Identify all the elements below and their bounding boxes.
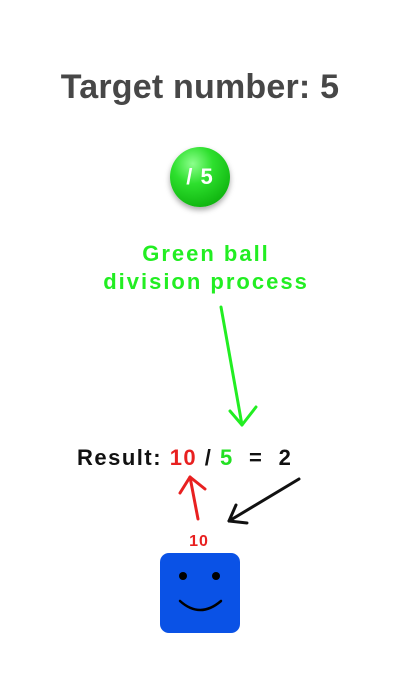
process-label-line1: Green ball	[142, 241, 270, 266]
process-label-line2: division process	[103, 269, 309, 294]
result-dividend: 10	[169, 445, 198, 470]
result-prefix: Result:	[77, 445, 170, 470]
left-eye	[179, 572, 187, 580]
process-label: Green ball division process	[0, 240, 400, 296]
smiley-face-icon	[178, 572, 223, 612]
target-number-title: Target number: 5	[60, 68, 340, 106]
result-divisor: 5	[220, 445, 234, 470]
result-equation: Result: 10 / 5 = 2	[77, 445, 292, 471]
green-division-ball: / 5	[170, 147, 230, 207]
player-value: 10	[189, 533, 209, 550]
ball-label: / 5	[186, 164, 214, 189]
result-value: 2	[278, 445, 293, 470]
right-eye	[212, 572, 220, 580]
player-character[interactable]	[160, 553, 240, 633]
result-equals: =	[233, 445, 279, 470]
green-arrow	[219, 305, 258, 427]
result-operator: /	[197, 445, 221, 470]
red-arrow	[178, 475, 207, 521]
smile-mouth	[178, 599, 223, 612]
black-arrow	[227, 477, 301, 525]
